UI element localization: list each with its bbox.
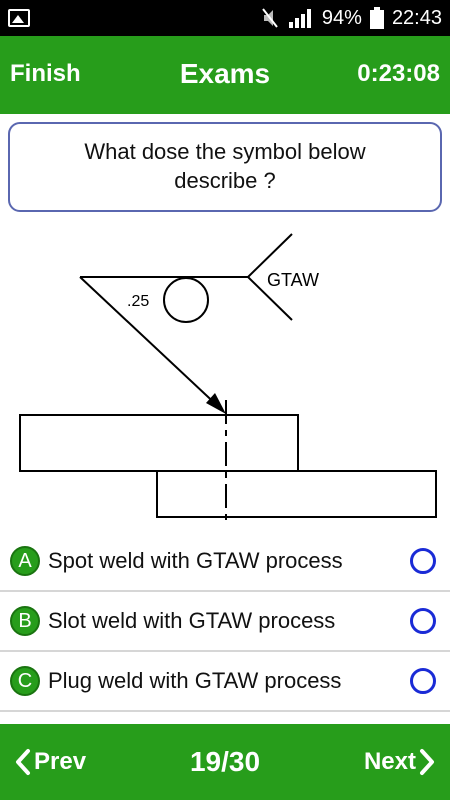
question-counter: 19/30 <box>189 746 261 777</box>
prev-label: Prev <box>34 748 87 775</box>
option-c[interactable]: C Plug weld with GTAW process <box>0 652 450 712</box>
bottom-navigation: Prev 19/30 Next <box>0 724 450 800</box>
dimension-label: .25 <box>127 293 149 310</box>
process-label: GTAW <box>267 270 319 290</box>
option-text: Slot weld with GTAW process <box>48 608 336 633</box>
chevron-left-icon <box>16 749 30 775</box>
answer-options: A Spot weld with GTAW process B Slot wel… <box>0 532 450 712</box>
question-card: What dose the symbol below describe ? <box>8 122 442 212</box>
app-header: Finish Exams 0:23:08 <box>0 36 450 114</box>
option-b[interactable]: B Slot weld with GTAW process <box>0 592 450 652</box>
option-letter-badge: C <box>10 666 40 696</box>
finish-button[interactable]: Finish <box>10 60 81 87</box>
option-b-radio[interactable] <box>410 608 436 634</box>
page-title: Exams <box>179 58 271 89</box>
next-label: Next <box>363 748 416 775</box>
exam-timer: 0:23:08 <box>357 60 440 87</box>
option-text: Plug weld with GTAW process <box>48 668 342 693</box>
option-a-radio[interactable] <box>410 548 436 574</box>
status-bar: 94% 22:43 <box>0 0 450 36</box>
next-button[interactable]: Next <box>364 748 438 776</box>
chevron-right-icon <box>420 749 434 775</box>
mute-icon <box>262 8 278 28</box>
option-a[interactable]: A Spot weld with GTAW process <box>0 532 450 592</box>
weld-symbol-diagram: .25 GTAW <box>19 233 437 522</box>
signal-icon <box>288 9 311 28</box>
clock: 22:43 <box>391 6 442 29</box>
option-text: Spot weld with GTAW process <box>48 548 343 573</box>
question-text: What dose the symbol below describe ? <box>84 139 366 193</box>
option-letter-badge: A <box>10 546 40 576</box>
prev-button[interactable]: Prev <box>12 748 86 776</box>
option-letter-badge: B <box>10 606 40 636</box>
battery-icon <box>369 7 384 29</box>
option-c-radio[interactable] <box>410 668 436 694</box>
image-notification-icon <box>8 9 30 27</box>
battery-percent: 94% <box>321 6 362 29</box>
